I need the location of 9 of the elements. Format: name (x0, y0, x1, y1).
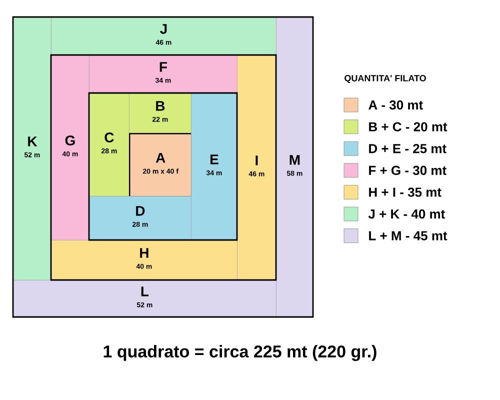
legend-text: B + C - 20 mt (369, 122, 448, 132)
legend-text: A - 30 mt (368, 100, 423, 110)
legend-heading: QUANTITA' FILATO (344, 74, 426, 84)
legend-text: L + M - 45 mt (369, 231, 448, 240)
legend-text: J + K - 40 mt (368, 209, 445, 219)
legend-text: H + I - 35 mt (369, 188, 442, 197)
legend-text: F + G - 30 mt (369, 166, 446, 175)
caption: 1 quadrato = circa 225 mt (220 gr.) (104, 345, 376, 361)
legend-text: D + E - 25 mt (369, 144, 446, 154)
